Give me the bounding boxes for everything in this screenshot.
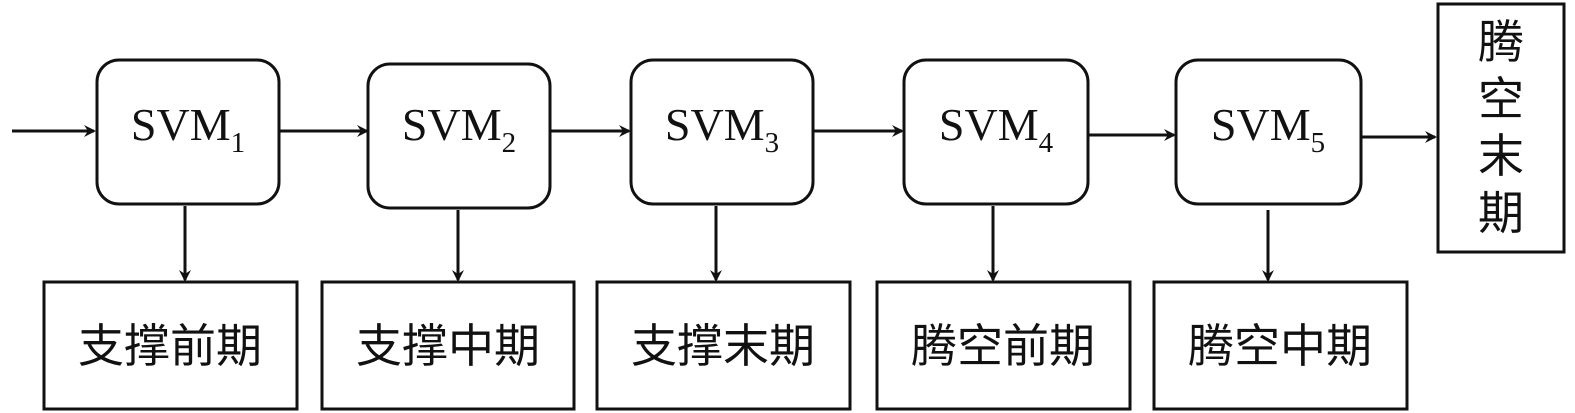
- svm-label: SVM: [131, 99, 231, 150]
- output-label: 支撑前期: [78, 319, 262, 373]
- final-output-char: 空: [1478, 72, 1524, 126]
- svm-subscript: 3: [765, 127, 780, 159]
- output-box-4: 腾空前期: [875, 280, 1132, 411]
- svm-node-4: SVM4: [902, 58, 1090, 206]
- svm-node-5: SVM5: [1174, 58, 1363, 206]
- output-label: 腾空前期: [911, 319, 1095, 373]
- svm-subscript: 5: [1311, 127, 1326, 159]
- svg-text:SVM2: SVM2: [402, 99, 516, 159]
- final-output-char: 末: [1478, 129, 1524, 183]
- svg-text:SVM4: SVM4: [939, 99, 1054, 159]
- output-box-1: 支撑前期: [42, 280, 299, 411]
- svm-label: SVM: [665, 99, 765, 150]
- svm-subscript: 2: [502, 127, 517, 159]
- output-label: 支撑末期: [631, 319, 815, 373]
- svm-label: SVM: [402, 99, 502, 150]
- svg-text:SVM1: SVM1: [131, 99, 245, 159]
- output-label: 腾空中期: [1188, 319, 1372, 373]
- output-box-3: 支撑末期: [595, 280, 852, 411]
- svm-subscript: 1: [231, 127, 246, 159]
- svm-subscript: 4: [1039, 127, 1054, 159]
- final-output-char: 期: [1478, 186, 1524, 240]
- output-box-2: 支撑中期: [320, 280, 576, 411]
- svm-node-2: SVM2: [366, 62, 552, 210]
- output-box-5: 腾空中期: [1152, 280, 1409, 411]
- svm-label: SVM: [1211, 99, 1311, 150]
- svg-text:SVM3: SVM3: [665, 99, 779, 159]
- svg-text:SVM5: SVM5: [1211, 99, 1325, 159]
- svm-node-3: SVM3: [629, 58, 815, 206]
- final-output-char: 腾: [1478, 15, 1524, 69]
- svm-label: SVM: [939, 99, 1039, 150]
- final-output-box: 腾 空 末 期: [1436, 2, 1566, 254]
- output-label: 支撑中期: [356, 319, 540, 373]
- svm-node-1: SVM1: [95, 58, 281, 206]
